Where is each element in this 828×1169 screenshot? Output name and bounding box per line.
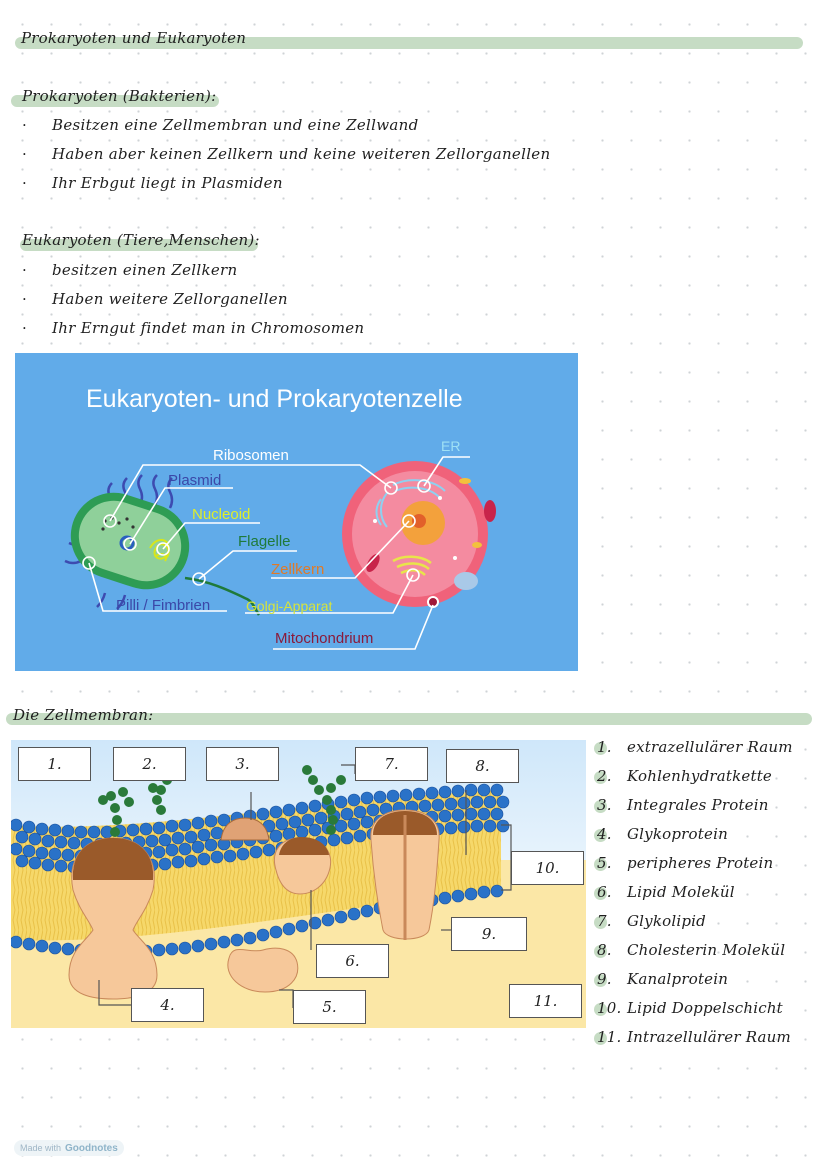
bullet: · — [22, 174, 28, 192]
made-with-text: Made with — [20, 1143, 62, 1153]
legend-text: Kanalprotein — [627, 970, 729, 988]
prokaryotes-item-text: Ihr Erbgut liegt in Plasmiden — [52, 174, 283, 192]
membrane-label-10: 10. — [511, 851, 584, 885]
label-zellkern: Zellkern — [271, 561, 324, 578]
membrane-label-2: 2. — [113, 747, 186, 781]
eukaryotes-item: · besitzen einen Zellkern — [22, 261, 237, 279]
membrane-label-5: 5. — [293, 990, 366, 1024]
legend-text: peripheres Protein — [627, 854, 774, 872]
legend-item: 8.Cholesterin Molekül — [594, 941, 786, 959]
legend-text: Glykoprotein — [627, 825, 728, 843]
eukaryote-cell — [342, 461, 496, 608]
label-flagelle: Flagelle — [238, 533, 291, 550]
eukaryotes-highlight — [20, 239, 258, 251]
legend-num: 4. — [594, 825, 627, 843]
membrane-label-6: 6. — [316, 944, 389, 978]
legend-text: Lipid Doppelschicht — [627, 999, 783, 1017]
cell-diagram: Eukaryoten- und Prokaryotenzelle — [15, 353, 578, 671]
label-pilli: Pilli / Fimbrien — [116, 597, 210, 614]
membrane-label-11: 11. — [509, 984, 582, 1018]
label-ribosomen: Ribosomen — [213, 447, 289, 464]
label-nucleoid: Nucleoid — [192, 506, 250, 523]
prokaryotes-item-text: Haben aber keinen Zellkern und keine wei… — [52, 145, 551, 163]
prokaryotes-item: · Haben aber keinen Zellkern und keine we… — [22, 145, 550, 163]
brand-text: Goodnotes — [65, 1142, 118, 1154]
legend-text: Cholesterin Molekül — [627, 941, 786, 959]
prokaryotes-item: · Ihr Erbgut liegt in Plasmiden — [22, 174, 283, 192]
membrane-label-3: 3. — [206, 747, 279, 781]
bullet: · — [22, 290, 28, 308]
legend-num: 8. — [594, 941, 627, 959]
membrane-svg — [11, 740, 586, 1028]
membrane-label-1: 1. — [18, 747, 91, 781]
legend-num: 11. — [594, 1028, 627, 1046]
glycoprotein-shape — [68, 787, 158, 1000]
prokaryotes-item: · Besitzen eine Zellmembran und eine Zell… — [22, 116, 418, 134]
legend-text: Kohlenhydratkette — [627, 767, 773, 785]
label-mitochondrium: Mitochondrium — [275, 630, 373, 647]
legend-num: 5. — [594, 854, 627, 872]
legend-num: 9. — [594, 970, 627, 988]
membrane-label-8: 8. — [446, 749, 519, 783]
eukaryotes-heading: Eukaryoten (Tiere,Menschen): — [22, 231, 260, 249]
eukaryotes-item-text: Haben weitere Zellorganellen — [52, 290, 288, 308]
legend-item: 9.Kanalprotein — [594, 970, 729, 988]
eukaryotes-item-text: besitzen einen Zellkern — [52, 261, 238, 279]
bullet: · — [22, 319, 28, 337]
page-title: Prokaryoten und Eukaryoten — [21, 29, 247, 47]
goodnotes-badge: Made with Goodnotes — [14, 1140, 124, 1156]
legend-item: 4.Glykoprotein — [594, 825, 728, 843]
legend-item: 5.peripheres Protein — [594, 854, 774, 872]
legend-num: 2. — [594, 767, 627, 785]
legend-text: extrazellulärer Raum — [627, 738, 793, 756]
legend-item: 1.extrazellulärer Raum — [594, 738, 793, 756]
legend-num: 7. — [594, 912, 627, 930]
legend-item: 11.Intrazellulärer Raum — [594, 1028, 791, 1046]
legend-text: Lipid Molekül — [627, 883, 735, 901]
title-highlight — [15, 37, 803, 49]
label-golgi: Golgi-Apparat — [246, 598, 332, 614]
legend-num: 3. — [594, 796, 627, 814]
legend-num: 6. — [594, 883, 627, 901]
legend-item: 6.Lipid Molekül — [594, 883, 735, 901]
cell-diagram-svg: Eukaryoten- und Prokaryotenzelle — [64, 385, 496, 650]
prokaryotes-item-text: Besitzen eine Zellmembran und eine Zellw… — [52, 116, 419, 134]
prokaryotes-highlight — [11, 95, 219, 107]
eukaryotes-item: · Haben weitere Zellorganellen — [22, 290, 288, 308]
bullet: · — [22, 116, 28, 134]
bullet: · — [22, 145, 28, 163]
legend-item: 7.Glykolipid — [594, 912, 706, 930]
legend-item: 2.Kohlenhydratkette — [594, 767, 773, 785]
eukaryotes-item-text: Ihr Erngut findet man in Chromosomen — [52, 319, 365, 337]
bullet: · — [22, 261, 28, 279]
legend-text: Integrales Protein — [627, 796, 769, 814]
cell-diagram-title: Eukaryoten- und Prokaryotenzelle — [86, 385, 463, 413]
membrane-label-4: 4. — [131, 988, 204, 1022]
membrane-diagram: 1. 2. 3. 7. 8. 10. 9. 6. 4. 5. 11. — [11, 740, 586, 1028]
membrane-heading: Die Zellmembran: — [13, 706, 154, 724]
channel-protein-shape — [370, 809, 440, 940]
membrane-label-9: 9. — [451, 917, 527, 951]
membrane-highlight — [6, 713, 812, 725]
leader-lines — [82, 456, 470, 650]
legend-item: 3.Integrales Protein — [594, 796, 769, 814]
prokaryotes-heading: Prokaryoten (Bakterien): — [22, 87, 217, 105]
legend-text: Glykolipid — [627, 912, 706, 930]
legend-num: 10. — [594, 999, 627, 1017]
legend-item: 10.Lipid Doppelschicht — [594, 999, 783, 1017]
label-plasmid: Plasmid — [168, 472, 221, 489]
eukaryotes-item: · Ihr Erngut findet man in Chromosomen — [22, 319, 364, 337]
legend-text: Intrazellulärer Raum — [627, 1028, 791, 1046]
membrane-label-7: 7. — [355, 747, 428, 781]
label-er: ER — [441, 438, 460, 454]
legend-num: 1. — [594, 738, 627, 756]
